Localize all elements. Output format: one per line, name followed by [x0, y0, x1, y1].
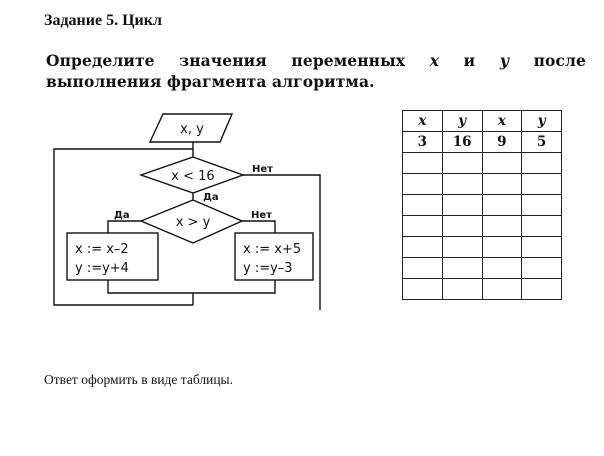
header-y2: y: [521, 110, 562, 132]
header-x2: x: [481, 110, 523, 132]
table-cell: [402, 173, 443, 195]
table-row: [402, 257, 562, 279]
exit-line: [243, 174, 321, 310]
table-cell: [402, 194, 443, 216]
table-cell: [441, 173, 483, 195]
condition2-diamond: [139, 199, 244, 244]
table-row: [402, 278, 562, 300]
table-row: [402, 194, 562, 216]
condition2-label: x > y: [176, 215, 211, 230]
condition1-label: x < 16: [171, 169, 214, 184]
table-cell: 16: [441, 131, 483, 153]
condition2-no-label: Нет: [251, 210, 272, 221]
condition1-yes-label: Да: [203, 192, 219, 203]
table-cell: [481, 173, 523, 195]
task-text-and: и: [439, 51, 500, 70]
right-action-box: [234, 232, 314, 281]
table-cell: [481, 278, 523, 300]
table-cell: [441, 257, 483, 279]
yes2-line: [107, 220, 141, 233]
table-cell: [521, 173, 562, 195]
table-cell: [402, 257, 443, 279]
input-label: x, y: [180, 122, 204, 137]
table-cell: [481, 194, 523, 216]
table-cell: 5: [521, 131, 562, 153]
condition2-yes-label: Да: [114, 210, 130, 221]
left-box-line1: x := x–2: [75, 242, 129, 257]
table-cell: 9: [481, 131, 523, 153]
table-cell: [481, 257, 523, 279]
task-title: Задание 5. Цикл: [44, 12, 162, 29]
table-cell: [521, 236, 562, 258]
table-cell: [402, 215, 443, 237]
table-cell: [441, 278, 483, 300]
left-action-box: [66, 232, 159, 281]
table-cell: [441, 152, 483, 174]
table-row: [402, 236, 562, 258]
table-cell: [402, 152, 443, 174]
header-y1: y: [441, 110, 483, 132]
table-cell: [441, 215, 483, 237]
merge-line: [107, 280, 276, 294]
var-x: x: [429, 51, 440, 70]
table-cell: [521, 194, 562, 216]
table-row: [402, 152, 562, 174]
header-x1: x: [402, 110, 443, 132]
right-box-line1: x := x+5: [243, 242, 301, 257]
table-cell: [481, 236, 523, 258]
right-box-line2: y :=y–3: [243, 261, 293, 276]
left-box-line2: y :=y+4: [75, 261, 129, 276]
loop-back-line: [53, 148, 193, 306]
table-header-row: x y x y: [402, 110, 562, 132]
table-cell: [441, 236, 483, 258]
table-cell: [521, 278, 562, 300]
no2-line: [242, 220, 276, 233]
table-cell: [402, 278, 443, 300]
answer-note: Ответ оформить в виде таблицы.: [44, 372, 234, 387]
condition1-no-label: Нет: [252, 164, 273, 175]
table-cell: [402, 236, 443, 258]
table-cell: [481, 215, 523, 237]
var-y: y: [499, 51, 509, 70]
table-cell: [481, 152, 523, 174]
task-text-part1: Определите значения переменных: [46, 51, 430, 70]
input-parallelogram: [148, 113, 234, 143]
table-row: [402, 173, 562, 195]
task-text: Определите значения переменных x и y пос…: [46, 50, 586, 92]
table-cell: [521, 257, 562, 279]
table-row: [402, 215, 562, 237]
table-cell: 3: [402, 131, 443, 153]
table-cell: [521, 152, 562, 174]
task-text-part2: после выполнения фрагмента алгоритма.: [46, 51, 586, 91]
table-cell: [521, 215, 562, 237]
table-cell: [441, 194, 483, 216]
